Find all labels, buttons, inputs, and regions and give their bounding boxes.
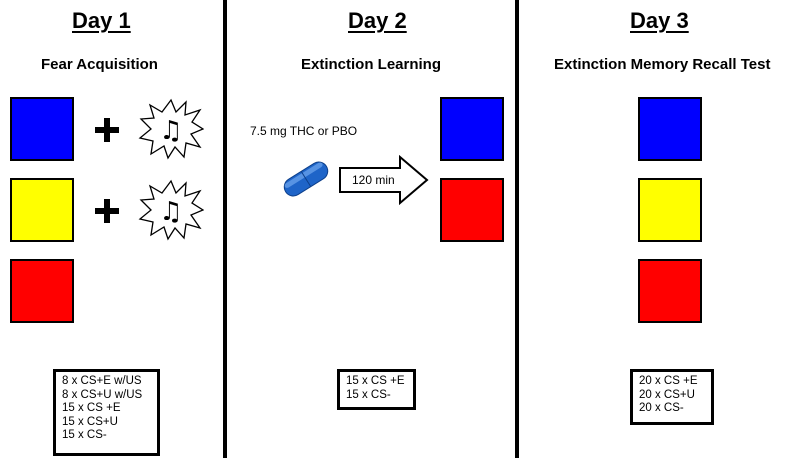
drug-dose-label: 7.5 mg THC or PBO [250,124,358,138]
day3-protocol-box: 20 x CS +E 20 x CS+U 20 x CS- [630,369,714,425]
capsule-pill-icon [283,161,329,197]
protocol-line: 15 x CS- [62,429,107,441]
cs-minus-red-square [638,259,702,323]
protocol-line: 15 x CS- [346,388,391,401]
protocol-line: 20 x CS- [639,402,684,414]
cs-minus-red-square [440,178,504,242]
day1-title: Day 1 [72,8,131,33]
divider-day1-day2 [223,0,227,458]
plus-sign-icon [95,118,119,142]
cs-plus-e-blue-square [440,97,504,161]
protocol-line: 8 x CS+E w/US [62,375,142,387]
day2-phase-label: Extinction Learning [301,56,442,73]
protocol-line: 20 x CS +E [639,375,698,387]
protocol-line: 15 x CS+U [62,415,118,428]
day1-protocol-box: 8 x CS+E w/US 8 x CS+U w/US 15 x CS +E 1… [53,369,160,456]
svg-text:♫: ♫ [159,197,182,227]
cs-plus-u-yellow-square [10,178,74,242]
plus-sign-icon [95,199,119,223]
music-note-burst-icon: ♫ [138,179,204,241]
day1-phase-label: Fear Acquisition [41,56,158,73]
right-arrow-icon [339,155,429,205]
cs-minus-red-square [10,259,74,323]
protocol-line: 15 x CS +E [346,375,405,387]
cs-plus-u-yellow-square [638,178,702,242]
day2-protocol-box: 15 x CS +E 15 x CS- [337,369,416,410]
cs-plus-e-blue-square [10,97,74,161]
protocol-line: 20 x CS+U [639,388,695,401]
music-note-burst-icon: ♫ [138,98,204,160]
day3-phase-label: Extinction Memory Recall Test [554,56,771,73]
protocol-line: 8 x CS+U w/US [62,388,143,401]
svg-text:♫: ♫ [159,116,182,146]
divider-day2-day3 [515,0,519,458]
cs-plus-e-blue-square [638,97,702,161]
arrow-duration-label: 120 min [352,173,395,187]
protocol-line: 15 x CS +E [62,402,121,414]
day2-title: Day 2 [348,8,407,33]
day3-title: Day 3 [630,8,689,33]
